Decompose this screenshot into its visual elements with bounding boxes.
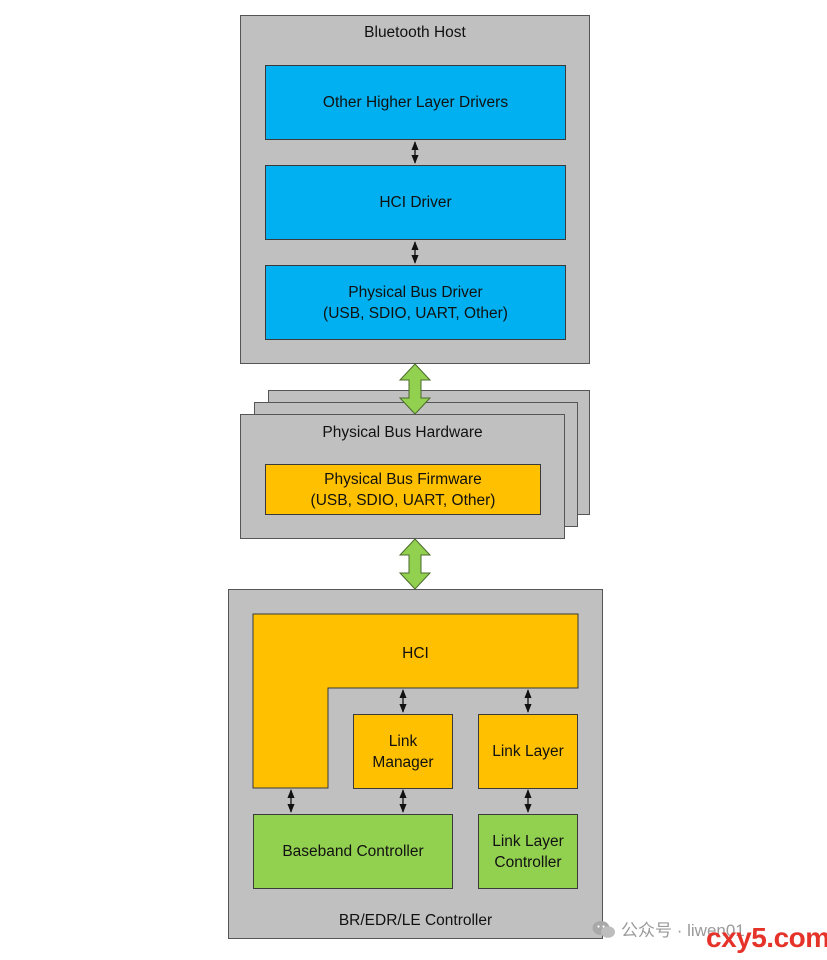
physical-bus-firmware-label: Physical Bus Firmware (USB, SDIO, UART, …	[310, 470, 496, 509]
hci-label: HCI	[402, 644, 429, 662]
link-manager-label: Link Manager	[372, 732, 434, 771]
baseband-controller-block: Baseband Controller	[253, 814, 453, 889]
hci-driver-label: HCI Driver	[379, 194, 452, 211]
link-layer-block: Link Layer	[478, 714, 578, 789]
bus-arrow-hardware-controller	[398, 538, 432, 590]
link-manager-block: Link Manager	[353, 714, 453, 789]
link-layer-controller-label: Link Layer Controller	[492, 832, 564, 871]
wechat-icon	[592, 920, 615, 938]
bus-arrow-host-hardware	[398, 363, 432, 415]
baseband-controller-label: Baseband Controller	[282, 843, 424, 860]
physical-bus-driver-label: Physical Bus Driver (USB, SDIO, UART, Ot…	[323, 283, 508, 322]
controller-title: BR/EDR/LE Controller	[338, 912, 493, 929]
site-watermark: cxy5.com	[706, 922, 827, 953]
wechat-account-label: 公众号 · liwen01	[621, 921, 745, 940]
link-layer-label: Link Layer	[492, 743, 564, 760]
other-higher-layer-drivers-block: Other Higher Layer Drivers	[265, 65, 566, 140]
wechat-watermark: 公众号 · liwen01	[592, 916, 745, 941]
other-higher-layer-drivers-label: Other Higher Layer Drivers	[322, 94, 509, 111]
bluetooth-host-title: Bluetooth Host	[364, 24, 466, 41]
physical-bus-firmware-block: Physical Bus Firmware (USB, SDIO, UART, …	[265, 464, 541, 515]
hci-driver-block: HCI Driver	[265, 165, 566, 240]
physical-bus-hardware-title: Physical Bus Hardware	[322, 424, 483, 441]
link-layer-controller-block: Link Layer Controller	[478, 814, 578, 889]
physical-bus-driver-block: Physical Bus Driver (USB, SDIO, UART, Ot…	[265, 265, 566, 340]
hci-label-box: HCI	[253, 640, 578, 666]
